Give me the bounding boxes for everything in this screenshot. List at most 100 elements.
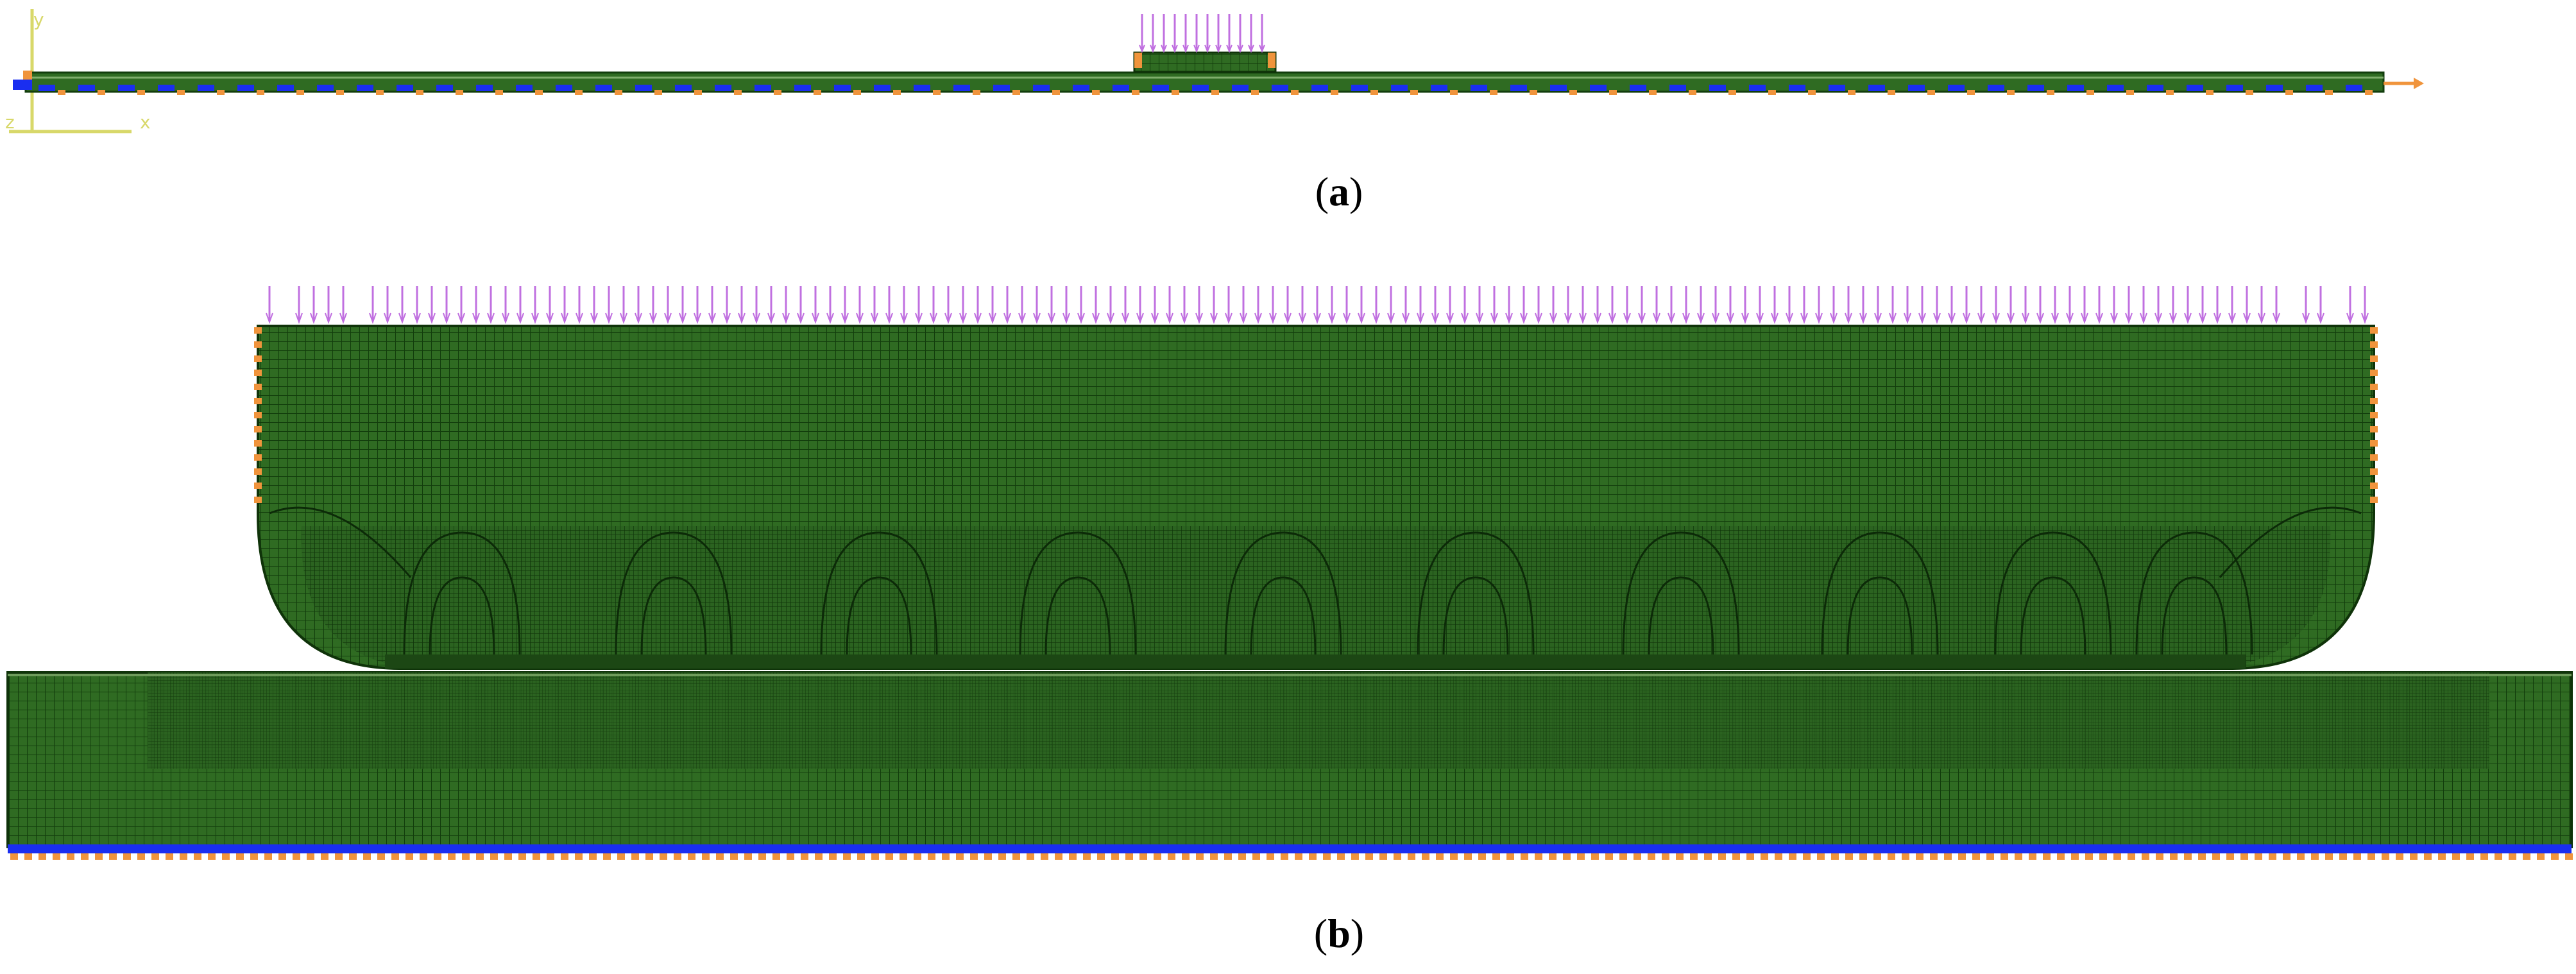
constraint-mark	[2306, 85, 2323, 91]
bottom-constraint-mark	[123, 853, 131, 860]
load-arrow-head	[753, 312, 760, 324]
bottom-fixed-support	[8, 844, 2572, 853]
bottom-constraint-mark	[660, 853, 667, 860]
load-arrow-head	[1182, 44, 1189, 53]
side-constraint-mark	[254, 412, 262, 418]
constraint-mark	[1510, 85, 1527, 91]
load-arrow-head	[1284, 312, 1292, 324]
bottom-constraint-mark	[1690, 853, 1698, 860]
load-arrow-head	[1240, 312, 1247, 324]
constraint-mark	[734, 90, 742, 95]
load-arrow-head	[767, 312, 775, 324]
load-arrow-head	[2110, 312, 2118, 324]
constraint-mark	[2027, 85, 2044, 91]
bottom-constraint-mark	[194, 853, 201, 860]
constraint-mark	[1391, 85, 1408, 91]
bottom-constraint-mark	[730, 853, 738, 860]
bottom-constraint-mark	[2438, 853, 2446, 860]
constraint-mark	[1450, 90, 1458, 95]
bottom-constraint-mark	[1761, 853, 1768, 860]
load-arrow-head	[1786, 312, 1793, 324]
mesh-arc	[1019, 531, 1137, 655]
load-arrow-head	[576, 312, 583, 324]
bottom-constraint-mark	[10, 853, 18, 860]
load-arrow-head	[1653, 312, 1660, 324]
load-arrow-head	[516, 312, 524, 324]
load-arrow-head	[1608, 312, 1616, 324]
bottom-constraint-mark	[2466, 853, 2474, 860]
load-arrow-head	[1033, 312, 1041, 324]
bottom-constraint-mark	[2142, 853, 2149, 860]
side-constraint-mark	[2370, 398, 2378, 404]
roller-side-constraints	[254, 327, 2378, 503]
bottom-constraint-mark	[1817, 853, 1825, 860]
bottom-constraint-mark	[490, 853, 498, 860]
load-arrow-head	[1623, 312, 1631, 324]
mesh-arc	[269, 506, 412, 578]
constraint-mark	[1033, 85, 1050, 91]
side-constraint-mark	[2370, 454, 2378, 461]
constraint-mark	[1410, 90, 1418, 95]
constraint-mark	[2285, 90, 2293, 95]
bottom-constraint-mark	[1535, 853, 1542, 860]
roller-load-arrows	[266, 286, 2369, 324]
load-arrow-head	[2243, 312, 2251, 324]
load-arrow-head	[1549, 312, 1557, 324]
mesh-arc	[1224, 531, 1342, 655]
load-arrow-head	[2125, 312, 2133, 324]
load-arrow-head	[2066, 312, 2074, 324]
mesh-arc	[1417, 531, 1535, 655]
bottom-constraint-mark	[1831, 853, 1839, 860]
load-arrow-head	[1668, 312, 1675, 324]
constraint-mark	[2007, 90, 2015, 95]
bottom-constraint-mark	[95, 853, 103, 860]
load-arrow-head	[1210, 312, 1218, 324]
constraint-mark	[177, 90, 185, 95]
bottom-constraint-mark	[1309, 853, 1317, 860]
load-arrow-head	[1372, 312, 1380, 324]
constraint-mark	[1311, 85, 1328, 91]
load-arrow-head	[1225, 312, 1233, 324]
bottom-constraint-mark	[787, 853, 794, 860]
constraint-mark	[1590, 85, 1607, 91]
bottom-constraint-mark	[518, 853, 526, 860]
load-arrow-head	[1697, 312, 1705, 324]
constraint-mark	[1530, 90, 1537, 95]
load-arrow-head	[1226, 44, 1233, 53]
axis-triad: y x z	[5, 9, 151, 133]
load-arrow-head	[1845, 312, 1852, 324]
caption-a: (a)	[1315, 169, 1363, 214]
constraint-mark	[2266, 85, 2283, 91]
constraint-mark	[1808, 90, 1816, 95]
constraint-mark	[1848, 90, 1855, 95]
load-arrow-head	[413, 312, 421, 324]
bottom-constraint-mark	[2085, 853, 2093, 860]
load-arrow-head	[1172, 44, 1178, 53]
bottom-constraint-mark	[885, 853, 893, 860]
constraint-mark	[893, 90, 901, 95]
load-arrow-head	[1136, 312, 1144, 324]
bottom-constraint-mark	[293, 853, 300, 860]
bottom-constraint-mark	[645, 853, 653, 860]
bottom-constraint-mark	[815, 853, 823, 860]
bottom-constraint-mark	[2551, 853, 2559, 860]
substrate-refined-zone	[148, 672, 2489, 769]
side-constraint-mark	[2370, 497, 2378, 503]
side-constraint-mark	[254, 370, 262, 376]
bottom-constraint-mark	[801, 853, 808, 860]
side-constraint-mark	[2370, 426, 2378, 432]
constraint-mark	[1908, 85, 1925, 91]
load-arrow-head	[2361, 312, 2369, 324]
constraint-mark	[1370, 90, 1378, 95]
bottom-constraint-mark	[942, 853, 950, 860]
constraint-mark	[1351, 85, 1368, 91]
bottom-constraint-mark	[1478, 853, 1486, 860]
constraint-mark	[1291, 90, 1299, 95]
mesh-arc	[1442, 576, 1509, 655]
bottom-constraint-mark	[1986, 853, 1994, 860]
load-arrow-head	[398, 312, 406, 324]
constraint-mark	[336, 90, 344, 95]
load-arrow-head	[1259, 44, 1265, 53]
load-arrow-head	[1727, 312, 1734, 324]
bottom-constraint-mark	[1012, 853, 1020, 860]
